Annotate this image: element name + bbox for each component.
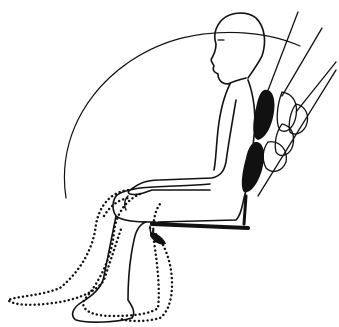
chair-seat: [150, 224, 248, 245]
backrest-rod-3: [296, 62, 336, 112]
alternate-leg-positions: [8, 190, 172, 321]
backrest-pad-upper: [253, 90, 274, 140]
backrest-rod-4: [258, 70, 336, 196]
seat-front-knob: [150, 232, 166, 245]
leg-position-dotted-2: [83, 194, 160, 316]
upright-backrest: [242, 90, 275, 224]
figure-head: [211, 13, 264, 84]
figure-chest: [214, 84, 230, 170]
figure-back: [158, 80, 255, 222]
seat-cushion: [152, 224, 248, 228]
